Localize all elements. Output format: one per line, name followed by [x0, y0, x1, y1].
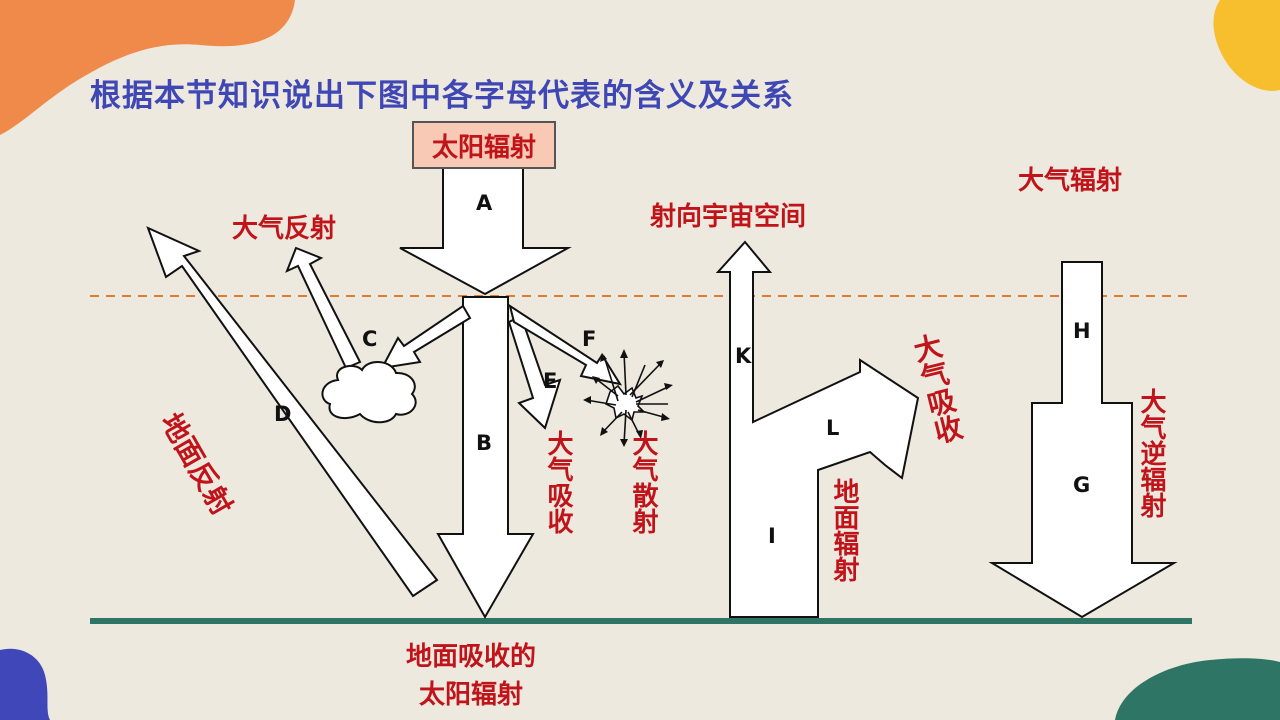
letter-b: B [476, 431, 493, 455]
letter-i: I [768, 524, 776, 548]
letter-a: A [476, 191, 493, 215]
arrow-hg-atmos-radiation [988, 261, 1178, 619]
scattering-arrowheads [583, 349, 673, 447]
cloud-shape [321, 361, 417, 424]
arrow-a-solar-radiation [399, 167, 572, 296]
ground-radiation-label: 地面辐射 [829, 478, 859, 582]
arrow-d-ground-reflection [146, 226, 439, 598]
atmos-reflection-label: 大气反射 [232, 214, 337, 244]
atmos-scattering-label: 大气散射 [628, 430, 658, 534]
letter-c: C [362, 327, 378, 351]
solar-radiation-label: 太阳辐射 [431, 132, 536, 163]
atmos-absorption-e-label: 大气吸收 [543, 430, 573, 534]
arrow-ikl-ground-radiation [715, 240, 920, 618]
atmos-radiation-label: 大气辐射 [1018, 166, 1123, 196]
letter-d: D [274, 402, 292, 426]
letter-e: E [543, 369, 558, 393]
arrow-b-absorbed [436, 296, 535, 620]
page-title: 根据本节知识说出下图中各字母代表的含义及关系 [90, 78, 794, 114]
ground-absorbed-line2: 太阳辐射 [419, 680, 524, 710]
scattering-burst [585, 351, 671, 445]
decor-blob-orange [0, 0, 295, 135]
letter-f: F [582, 327, 597, 351]
arrow-atmos-reflection [285, 246, 362, 370]
arrow-c-cloud [380, 304, 472, 370]
solar-radiation-box: 太阳辐射 [412, 121, 556, 169]
decor-blob-blue [0, 648, 50, 720]
to-space-label: 射向宇宙空间 [650, 202, 807, 232]
letter-g: G [1073, 473, 1091, 497]
ground-absorbed-line1: 地面吸收的 [406, 642, 537, 672]
letter-k: K [735, 344, 752, 368]
decor-blob-yellow [1213, 0, 1280, 91]
letter-h: H [1073, 319, 1091, 343]
letter-l: L [826, 416, 840, 440]
arrow-f-scattering [508, 303, 623, 386]
atmos-counter-radiation-label: 大气逆辐射 [1136, 388, 1166, 518]
decor-blob-teal [1115, 658, 1280, 720]
